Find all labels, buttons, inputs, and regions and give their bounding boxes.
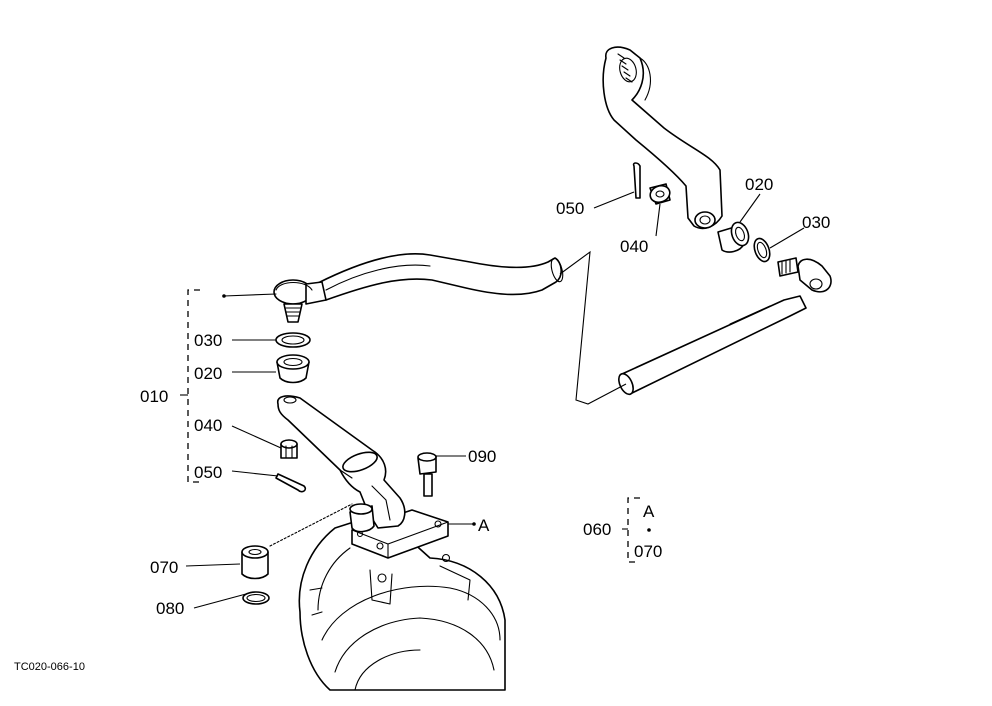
dust-boot-right <box>717 221 750 253</box>
callout-020-left: 020 <box>194 364 222 383</box>
callout-a-ref: A <box>478 516 490 535</box>
bushing-070 <box>241 545 269 580</box>
tie-rod-end-left <box>222 279 327 323</box>
bolt-090 <box>417 452 437 497</box>
dust-boot-left <box>276 354 310 384</box>
legend-group-part: 070 <box>634 542 662 561</box>
o-ring-080 <box>242 591 270 605</box>
tie-rod-end-right <box>777 257 832 293</box>
castle-nut-right <box>649 183 671 205</box>
seal-ring-right <box>753 237 771 263</box>
callout-030-right: 030 <box>802 213 830 232</box>
castle-nut-left <box>280 439 298 459</box>
group-bracket-010 <box>187 289 200 483</box>
callout-030-left: 030 <box>194 331 222 350</box>
callout-050-left: 050 <box>194 463 222 482</box>
break-line <box>559 250 627 405</box>
tie-rod <box>618 295 807 396</box>
group-bracket-060 <box>627 497 640 563</box>
legend-group-ref: A <box>643 502 655 521</box>
callout-080: 080 <box>156 599 184 618</box>
cotter-pin-left <box>275 473 307 493</box>
callout-010: 010 <box>140 387 168 406</box>
drawing-code: TC020-066-10 <box>14 661 85 673</box>
callout-050-right: 050 <box>556 199 584 218</box>
cotter-pin-right <box>632 162 641 199</box>
drag-link-rod <box>317 253 564 301</box>
steering-arm <box>276 395 406 533</box>
seal-ring-left <box>275 332 311 348</box>
transmission-housing <box>298 519 506 691</box>
callout-020-right: 020 <box>745 175 773 194</box>
legend-group-number: 060 <box>583 520 611 539</box>
callout-070: 070 <box>150 558 178 577</box>
callout-040-right: 040 <box>620 237 648 256</box>
grease-line <box>269 503 353 547</box>
callout-090: 090 <box>468 447 496 466</box>
pitman-arm <box>602 46 723 230</box>
callout-040-left: 040 <box>194 416 222 435</box>
